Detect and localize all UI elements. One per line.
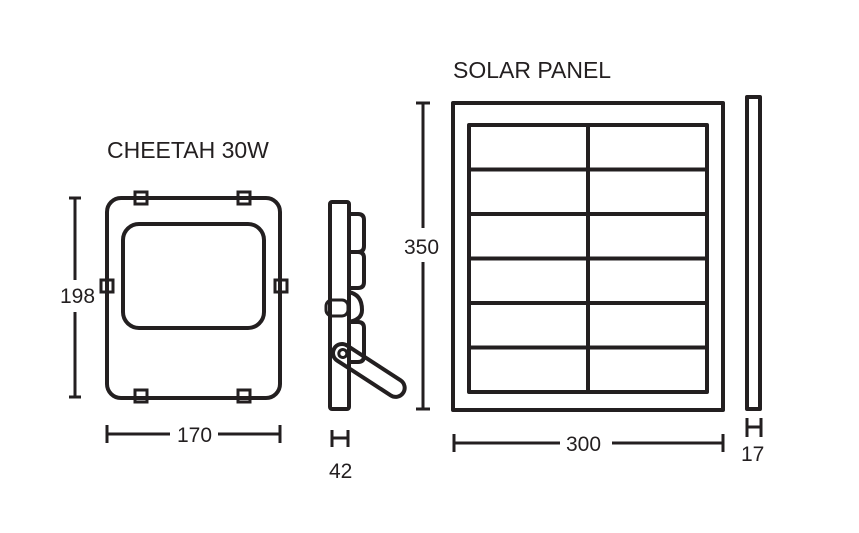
side-clip-curve [347, 290, 364, 324]
floodlight-depth-dimension [330, 430, 350, 447]
floodlight-lens [121, 222, 266, 330]
floodlight-front-view [99, 190, 289, 404]
mount-tab-top-left [133, 190, 149, 206]
mount-tab-top-right [236, 190, 252, 206]
solar-cells [469, 125, 707, 392]
mounting-bracket [331, 341, 407, 399]
solar-panel-thickness-label: 17 [741, 443, 764, 466]
mount-tab-bottom-right [236, 388, 252, 404]
side-housing [328, 200, 351, 411]
mount-tab-left [99, 278, 115, 294]
mount-tab-bottom-left [133, 388, 149, 404]
floodlight-depth-label: 42 [329, 460, 352, 483]
floodlight-housing [105, 196, 282, 400]
solar-panel-side-view [745, 95, 762, 411]
floodlight-width-dimension [105, 425, 282, 443]
heatsink-fin-1 [349, 212, 366, 254]
floodlight-height-dimension [69, 196, 81, 399]
floodlight-width-label: 170 [177, 424, 212, 447]
solar-panel-height-dimension [416, 101, 430, 411]
solar-panel-width-dimension [452, 434, 725, 452]
solar-panel-front-view [451, 101, 725, 412]
solar-panel-height-label: 350 [404, 236, 439, 259]
side-clip [324, 298, 350, 318]
bracket-pivot [337, 348, 349, 360]
heatsink-fin-3 [349, 320, 366, 364]
solar-panel-frame [451, 101, 725, 412]
floodlight-title: CHEETAH 30W [107, 137, 269, 163]
solar-panel-width-label: 300 [566, 433, 601, 456]
mount-tab-right [273, 278, 289, 294]
solar-panel-thickness-dimension [745, 418, 763, 437]
heatsink-fin-2 [349, 250, 366, 290]
floodlight-height-label: 198 [60, 285, 95, 308]
floodlight-side-view [324, 200, 407, 411]
solar-panel-title: SOLAR PANEL [453, 57, 611, 83]
